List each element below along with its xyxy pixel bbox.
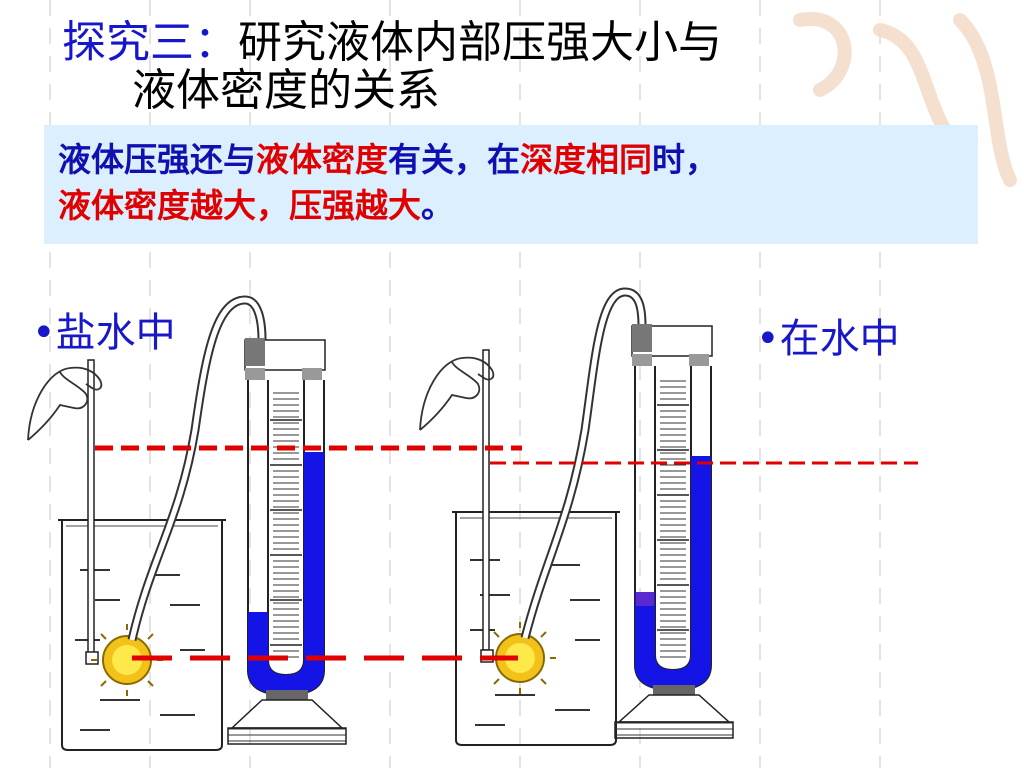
saltwater-beaker [58,519,226,751]
page-title: 探究三：研究液体内部压强大小与 [62,18,722,68]
saltwater-label: •盐水中 [32,310,176,356]
conclusion-text-3: 时， [652,140,718,179]
saltwater-hand-icon [27,366,103,441]
title-prefix: 探究三： [62,17,238,68]
conclusion-text-1: 液体压强还与 [58,140,256,179]
saltwater-apparatus [27,295,347,751]
saltwater-u-tube [227,338,347,745]
water-u-tube [614,324,734,739]
conclusion-text-4: 。 [421,186,454,225]
water-beaker [452,511,620,746]
water-hand-icon [419,356,495,431]
saltwater-liquid [248,452,324,695]
water-apparatus [419,287,734,746]
conclusion-text-2: 有关，在 [388,140,520,179]
conclusion-box: 液体压强还与液体密度有关，在深度相同时， 液体密度越大，压强越大。 [44,125,978,244]
conclusion-highlight-result: 液体密度越大，压强越大 [58,186,421,225]
saltwater-probe-rod [87,359,95,661]
water-label: •在水中 [756,316,900,362]
water-probe-icon [484,622,556,694]
conclusion-highlight-depth: 深度相同 [520,140,652,179]
water-liquid [635,456,711,690]
title-main: 研究液体内部压强大小与 [238,17,722,68]
conclusion-highlight-density: 液体密度 [256,140,388,179]
title-line-2: 液体密度的关系 [132,65,440,116]
water-probe-rod [482,349,490,651]
reference-dashed-lines [95,445,918,661]
